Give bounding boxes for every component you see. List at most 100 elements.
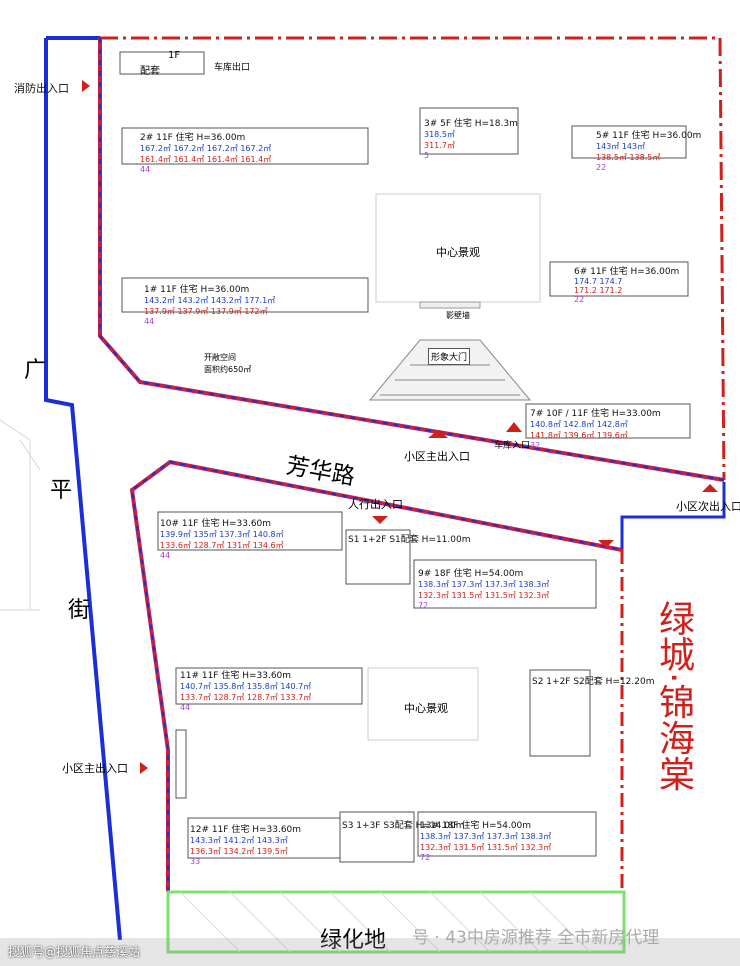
watermark-right: 号 · 43中房源推荐 全市新房代理 — [412, 928, 660, 948]
building-label-S3: S3 1+3F S3配套 H=14.00m — [342, 818, 465, 831]
building-id: 6# 11F 住宅 H=36.00m — [574, 267, 680, 277]
building-id: 7# 10F / 11F 住宅 H=33.00m — [530, 409, 661, 419]
building-9-footprint — [413, 559, 597, 609]
building-id: S3 1+3F S3配套 H=14.00m — [342, 821, 465, 831]
unit-area-row: 174.7 174.7 — [574, 277, 623, 286]
building-5-footprint — [571, 125, 687, 159]
fire-exit-arrow-icon — [82, 80, 90, 92]
gate-label: 形象大门 — [428, 348, 471, 365]
unit-area-row: 140.8㎡ 142.8㎡ 142.8㎡ — [530, 420, 628, 429]
road-guang-label: 广 — [24, 358, 47, 383]
garage-exit-top-label: 车库出口 — [214, 63, 251, 73]
garage-entrance-label: 车库入口 — [494, 441, 531, 451]
building-1-footprint — [121, 277, 369, 313]
green-belt-hatch — [179, 891, 591, 953]
building-label-S2: S2 1+2F S2配套 H=12.20m — [532, 674, 655, 687]
unit-count: 44 — [160, 551, 171, 560]
building-7-footprint — [525, 403, 691, 439]
green-belt-area — [166, 890, 626, 954]
blue-boundary-line — [44, 38, 122, 941]
unit-area-row-alt: 132.3㎡ 131.5㎡ 131.5㎡ 132.3㎡ — [420, 843, 552, 852]
building-id: S2 1+2F S2配套 H=12.20m — [532, 677, 655, 687]
unit-area-row-alt: 171.2 171.2 — [574, 286, 623, 295]
unit-area-row-alt: 138.5㎡ 138.5㎡ — [596, 153, 661, 162]
entrance-arrows — [82, 80, 718, 774]
building-label-S1: S1 1+2F S1配套 H=11.00m — [348, 532, 470, 545]
building-id: 9# 18F 住宅 H=54.00m — [418, 569, 524, 579]
open-space-area-label: 面积约650㎡ — [204, 365, 252, 374]
unit-area-row-alt: 161.4㎡ 161.4㎡ 161.4㎡ 161.4㎡ — [140, 155, 272, 164]
building-id: 13# 18F 住宅 H=54.00m — [420, 821, 532, 831]
blue-boundary-line-right — [620, 482, 726, 550]
plinth-label: 配套 — [140, 66, 160, 77]
open-space-label: 开敞空间 — [204, 353, 236, 362]
unit-area-row: 318.5㎡ — [424, 130, 455, 139]
pedestrian-entrance-label: 人行出入口 — [348, 498, 403, 511]
building-6-footprint — [549, 261, 689, 297]
pedestrian-entrance-arrow-icon — [372, 516, 388, 524]
unit-area-row-alt: 133.7㎡ 128.7㎡ 128.7㎡ 133.7㎡ — [180, 693, 312, 702]
background-lines — [0, 419, 41, 611]
unit-area-row: 138.3㎡ 137.3㎡ 137.3㎡ 138.3㎡ — [420, 832, 552, 841]
building-11-footprint — [175, 667, 363, 705]
secondary-entrance-label: 小区次出入口 — [676, 500, 740, 513]
building-s2-footprint — [529, 669, 591, 757]
shadow-wall-label: 影壁墙 — [446, 311, 470, 320]
brand-name: 绿城·锦海棠 — [653, 600, 694, 792]
unit-area-row: 143.2㎡ 143.2㎡ 143.2㎡ 177.1㎡ — [144, 296, 276, 305]
s1-arrow-icon — [598, 540, 614, 548]
main-entrance-west-arrow-icon — [140, 762, 148, 774]
north-plot-boundary — [100, 36, 726, 481]
shadow-wall-bar — [419, 301, 481, 309]
unit-area-row: 167.2㎡ 167.2㎡ 167.2㎡ 167.2㎡ — [140, 144, 272, 153]
central-landscape-south-area — [367, 667, 479, 741]
unit-area-row: 138.3㎡ 137.3㎡ 137.3㎡ 138.3㎡ — [418, 580, 550, 589]
unit-area-row: 139.9㎡ 135㎡ 137.3㎡ 140.8㎡ — [160, 530, 284, 539]
unit-area-row-alt: 137.9㎡ 137.9㎡ 137.9㎡ 172㎡ — [144, 307, 268, 316]
unit-count: 22 — [574, 295, 585, 304]
unit-area-row-alt: 136.3㎡ 134.2㎡ 139.5㎡ — [190, 847, 288, 856]
building-id: 2# 11F 住宅 H=36.00m — [140, 133, 246, 143]
building-3-footprint — [419, 107, 519, 155]
watermark-bar — [0, 938, 740, 966]
building-id: 3# 5F 住宅 H=18.3m — [424, 119, 518, 129]
unit-count: 44 — [144, 317, 155, 326]
unit-count: 33 — [190, 857, 201, 866]
unit-count: 72 — [418, 601, 429, 610]
secondary-entrance-arrow-icon — [702, 484, 718, 492]
building-2-footprint — [121, 127, 369, 165]
unit-count: 44 — [180, 703, 191, 712]
central-landscape-top-label: 中心景观 — [436, 246, 480, 259]
fire-exit-label: 消防出入口 — [14, 82, 69, 95]
unit-area-row-alt: 133.6㎡ 128.7㎡ 131㎡ 134.6㎡ — [160, 541, 284, 550]
building-id: 1# 11F 住宅 H=36.00m — [144, 285, 250, 295]
main-entrance-north-arrow-icon — [428, 430, 448, 438]
main-entrance-north-label: 小区主出入口 — [404, 450, 470, 463]
building-s3-footprint — [339, 811, 415, 863]
unit-area-row: 140.7㎡ 135.8㎡ 135.8㎡ 140.7㎡ — [180, 682, 312, 691]
building-id: 12# 11F 住宅 H=33.60m — [190, 825, 302, 835]
north-plot-boundary-sw — [98, 38, 725, 482]
unit-count: 44 — [140, 165, 151, 174]
plinth-box — [119, 51, 205, 75]
gate-structure — [368, 339, 532, 401]
unit-count: 5 — [424, 151, 430, 160]
building-10-footprint — [157, 511, 343, 551]
unit-area-row-alt: 132.3㎡ 131.5㎡ 131.5㎡ 132.3㎡ — [418, 591, 550, 600]
building-id: 11# 11F 住宅 H=33.60m — [180, 671, 292, 681]
unit-area-row-alt: 311.7㎡ — [424, 141, 455, 150]
green-belt-label: 绿化地 — [320, 928, 387, 953]
unit-count: 32 — [530, 441, 541, 450]
main-entrance-west-label: 小区主出入口 — [62, 762, 128, 775]
road-jie-label: 街 — [68, 598, 91, 623]
